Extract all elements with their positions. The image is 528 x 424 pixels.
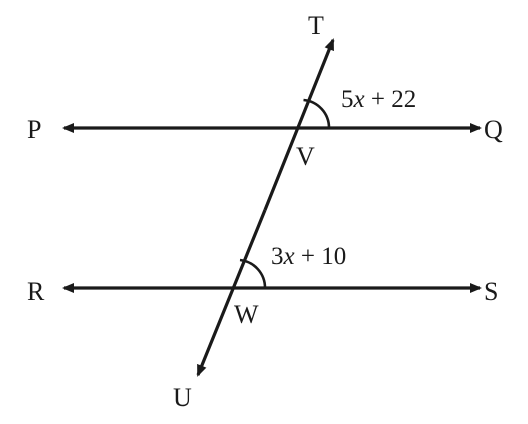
angle-arc-lower [239,258,267,289]
angle-expression-lower: 3x + 10 [271,243,346,270]
lower-coefficient: 3 [271,243,284,270]
label-w: W [234,300,259,329]
angle-expression-upper: 5x + 22 [341,86,416,113]
transversal-tu-lower [196,209,267,377]
upper-coefficient: 5 [341,86,354,113]
upper-variable: x [353,86,365,113]
label-u: U [173,383,192,412]
label-t: T [308,11,324,40]
label-p: P [27,115,41,144]
label-s: S [484,277,498,306]
angle-arc-upper [303,98,331,129]
transversal-tu [263,38,335,211]
upper-constant: + 22 [365,86,417,113]
lower-variable: x [283,243,295,270]
label-r: R [27,277,45,306]
label-q: Q [484,115,503,144]
label-v: V [296,142,315,171]
lower-constant: + 10 [295,243,347,270]
